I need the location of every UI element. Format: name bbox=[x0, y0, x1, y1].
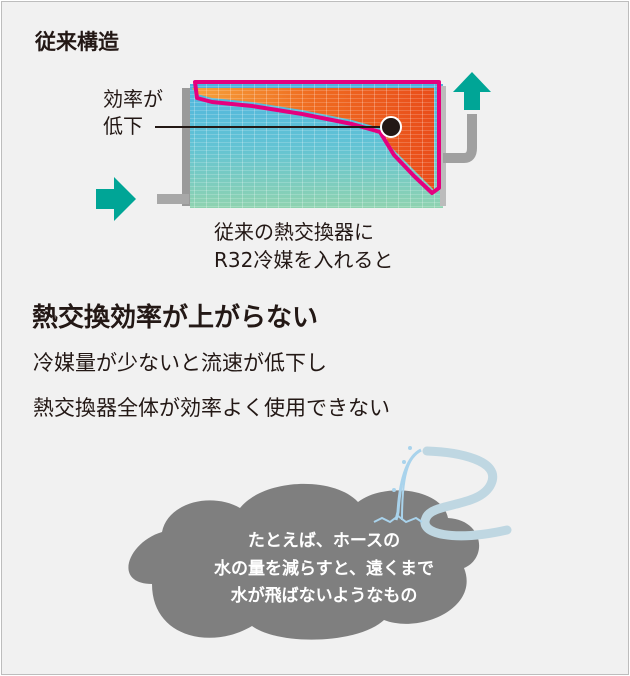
body-line2: 熱交換器全体が効率よく使用できない bbox=[33, 396, 390, 420]
hose bbox=[420, 446, 512, 541]
water-drop bbox=[392, 488, 396, 492]
caption-line1: 従来の熱交換器に bbox=[214, 220, 374, 244]
analogy-cloud bbox=[128, 483, 480, 640]
cloud-text-line3: 水が飛ばないようなもの bbox=[230, 586, 418, 606]
callout-label-line1: 効率が bbox=[103, 87, 163, 111]
cloud-text-line1: たとえば、ホースの bbox=[247, 531, 401, 551]
low-efficiency-highlight bbox=[193, 80, 441, 195]
header-pipe bbox=[182, 88, 192, 206]
right-header bbox=[440, 86, 446, 206]
outflow-arrow-icon bbox=[453, 72, 491, 110]
water-stream-2 bbox=[401, 453, 417, 521]
inflow-arrow-icon bbox=[96, 177, 136, 221]
body-line1: 冷媒量が少ないと流速が低下し bbox=[33, 351, 327, 375]
caption-line2: R32冷媒を入れると bbox=[214, 248, 394, 272]
water-stream bbox=[394, 448, 422, 521]
outlet-pipe bbox=[443, 114, 477, 163]
water-drop bbox=[402, 460, 406, 464]
cloud-text-line2: 水の量を減らすと、遠くまで bbox=[214, 559, 434, 579]
section-title: 従来構造 bbox=[35, 30, 119, 54]
inlet-pipe bbox=[157, 194, 189, 204]
callout-label-line2: 低下 bbox=[103, 114, 143, 138]
water-splash bbox=[373, 514, 423, 524]
headline: 熱交換効率が上がらない bbox=[32, 303, 319, 333]
water-drop bbox=[408, 446, 412, 450]
callout-marker bbox=[380, 116, 402, 138]
